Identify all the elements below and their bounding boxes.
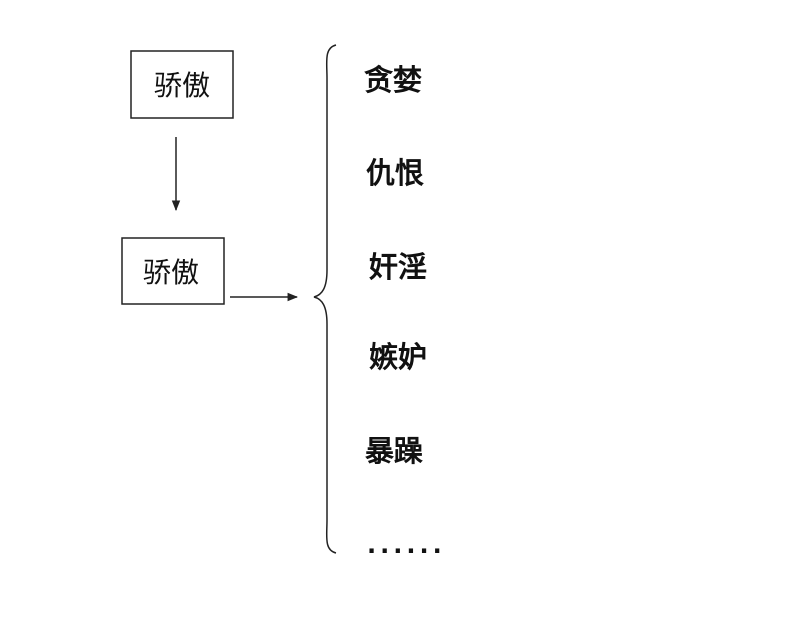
branch-item-4: 嫉妒 bbox=[369, 340, 427, 374]
branch-item-5: 暴躁 bbox=[365, 434, 423, 468]
top-box: 骄傲 bbox=[130, 50, 234, 119]
branch-item-1: 贪婪 bbox=[364, 63, 422, 97]
top-box-border bbox=[130, 50, 234, 119]
bottom-box-label: 骄傲 bbox=[143, 256, 199, 289]
branch-list: 贪婪 仇恨 奸淫 嫉妒 暴躁 ...... bbox=[364, 63, 446, 559]
bottom-box-border bbox=[121, 237, 225, 305]
top-box-label: 骄傲 bbox=[154, 69, 210, 102]
bottom-box: 骄傲 bbox=[121, 237, 225, 305]
branch-item-3: 奸淫 bbox=[369, 250, 427, 284]
curly-brace bbox=[313, 44, 337, 554]
branch-item-2: 仇恨 bbox=[366, 156, 424, 190]
branch-ellipsis: ...... bbox=[367, 531, 446, 559]
